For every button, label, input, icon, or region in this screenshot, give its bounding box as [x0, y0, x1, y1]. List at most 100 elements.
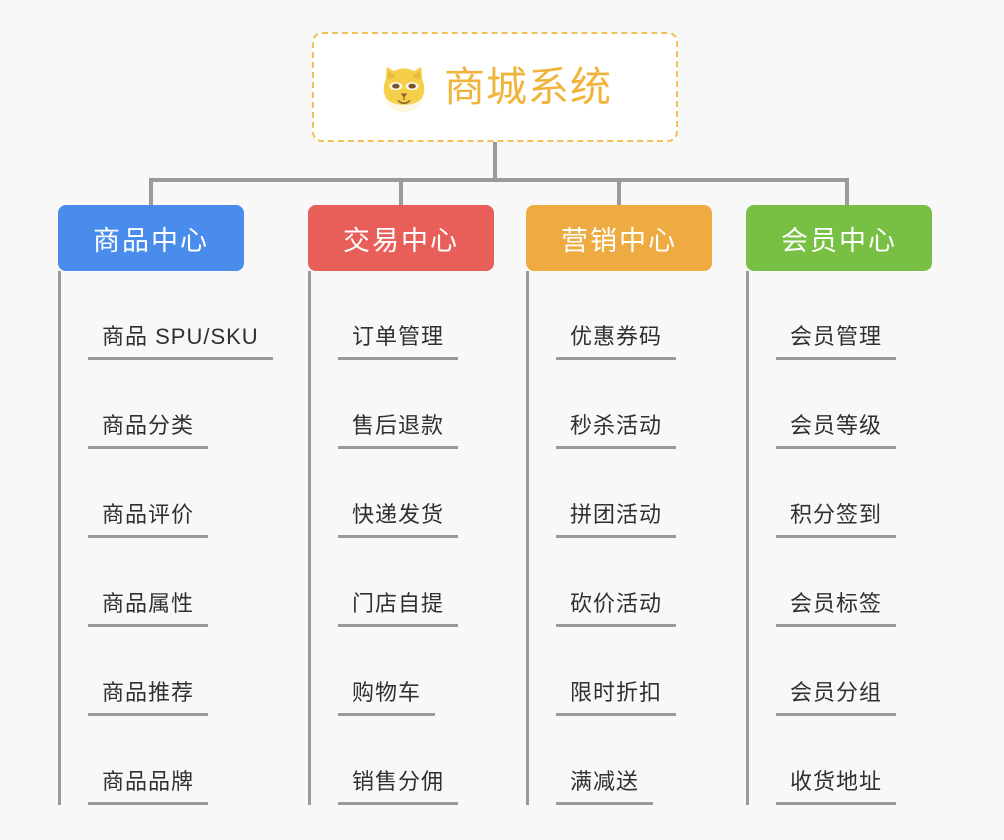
list-item[interactable]: 积分签到 — [746, 449, 932, 538]
leaf-label: 积分签到 — [790, 502, 883, 527]
leaf-underline: 积分签到 — [776, 497, 897, 538]
leaf-label: 会员等级 — [790, 413, 883, 438]
leaf-label: 砍价活动 — [570, 591, 663, 616]
leaf-list-2: 订单管理 售后退款 快递发货 门店自提 购物车 — [308, 271, 494, 805]
leaf-underline: 砍价活动 — [556, 586, 677, 627]
list-item[interactable]: 会员等级 — [746, 360, 932, 449]
list-item[interactable]: 售后退款 — [308, 360, 494, 449]
category-title-2: 交易中心 — [343, 225, 459, 256]
list-item[interactable]: 秒杀活动 — [526, 360, 712, 449]
root-title: 商城系统 — [444, 63, 612, 110]
column-会员中心: 会员中心 会员管理 会员等级 积分签到 会员标签 — [746, 205, 932, 805]
leaf-label: 商品分类 — [102, 413, 195, 438]
list-item[interactable]: 限时折扣 — [526, 627, 712, 716]
leaf-label: 购物车 — [352, 680, 422, 705]
column-营销中心: 营销中心 优惠券码 秒杀活动 拼团活动 砍价活动 — [526, 205, 712, 805]
leaf-label: 满减送 — [570, 769, 640, 794]
leaf-underline: 商品品牌 — [88, 764, 209, 805]
leaf-label: 快递发货 — [352, 502, 445, 527]
list-item[interactable]: 会员分组 — [746, 627, 932, 716]
leaf-list-4: 会员管理 会员等级 积分签到 会员标签 会员分组 — [746, 271, 932, 805]
leaf-underline: 商品评价 — [88, 497, 209, 538]
category-header-3[interactable]: 营销中心 — [526, 205, 712, 271]
category-title-1: 商品中心 — [93, 225, 209, 256]
drop-connector-2 — [399, 178, 403, 207]
list-item[interactable]: 收货地址 — [746, 716, 932, 805]
leaf-label: 会员标签 — [790, 591, 883, 616]
leaf-underline: 购物车 — [338, 675, 436, 716]
list-item[interactable]: 商品 SPU/SKU — [58, 271, 273, 360]
root-stem-connector — [493, 142, 497, 181]
drop-connector-1 — [149, 178, 153, 207]
list-item[interactable]: 砍价活动 — [526, 538, 712, 627]
category-title-3: 营销中心 — [561, 225, 677, 256]
leaf-label: 拼团活动 — [570, 502, 663, 527]
leaf-label: 会员管理 — [790, 324, 883, 349]
leaf-label: 商品评价 — [102, 502, 195, 527]
leaf-label: 会员分组 — [790, 680, 883, 705]
leaf-label: 秒杀活动 — [570, 413, 663, 438]
leaf-underline: 秒杀活动 — [556, 408, 677, 449]
list-item[interactable]: 会员标签 — [746, 538, 932, 627]
list-item[interactable]: 商品推荐 — [58, 627, 244, 716]
list-item[interactable]: 快递发货 — [308, 449, 494, 538]
leaf-underline: 优惠券码 — [556, 319, 677, 360]
column-商品中心: 商品中心 商品 SPU/SKU 商品分类 商品评价 商品属性 — [58, 205, 273, 805]
leaf-underline: 限时折扣 — [556, 675, 677, 716]
list-item[interactable]: 门店自提 — [308, 538, 494, 627]
leaf-underline: 会员等级 — [776, 408, 897, 449]
leaf-underline: 会员分组 — [776, 675, 897, 716]
leaf-list-1: 商品 SPU/SKU 商品分类 商品评价 商品属性 商品推荐 — [58, 271, 273, 805]
leaf-label: 收货地址 — [790, 769, 883, 794]
drop-connector-4 — [845, 178, 849, 207]
category-header-2[interactable]: 交易中心 — [308, 205, 494, 271]
leaf-label: 商品品牌 — [102, 769, 195, 794]
root-node[interactable]: 商城系统 — [312, 32, 678, 142]
leaf-underline: 订单管理 — [338, 319, 459, 360]
leaf-underline: 会员标签 — [776, 586, 897, 627]
list-item[interactable]: 商品品牌 — [58, 716, 244, 805]
list-item[interactable]: 拼团活动 — [526, 449, 712, 538]
leaf-label: 限时折扣 — [570, 680, 663, 705]
list-item[interactable]: 满减送 — [526, 716, 712, 805]
trunk-line-4 — [746, 271, 749, 805]
trunk-line-1 — [58, 271, 61, 805]
leaf-underline: 拼团活动 — [556, 497, 677, 538]
leaf-underline: 快递发货 — [338, 497, 459, 538]
leaf-label: 商品推荐 — [102, 680, 195, 705]
leaf-label: 门店自提 — [352, 591, 445, 616]
list-item[interactable]: 订单管理 — [308, 271, 494, 360]
leaf-label: 售后退款 — [352, 413, 445, 438]
leaf-label: 商品 SPU/SKU — [102, 324, 259, 349]
category-header-1[interactable]: 商品中心 — [58, 205, 244, 271]
leaf-underline: 收货地址 — [776, 764, 897, 805]
leaf-label: 优惠券码 — [570, 324, 663, 349]
list-item[interactable]: 商品属性 — [58, 538, 244, 627]
leaf-underline: 会员管理 — [776, 319, 897, 360]
column-交易中心: 交易中心 订单管理 售后退款 快递发货 门店自提 — [308, 205, 494, 805]
trunk-line-2 — [308, 271, 311, 805]
leaf-underline: 门店自提 — [338, 586, 459, 627]
list-item[interactable]: 优惠券码 — [526, 271, 712, 360]
leaf-underline: 售后退款 — [338, 408, 459, 449]
leaf-label: 订单管理 — [352, 324, 445, 349]
list-item[interactable]: 商品评价 — [58, 449, 244, 538]
leaf-list-3: 优惠券码 秒杀活动 拼团活动 砍价活动 限时折扣 — [526, 271, 712, 805]
leaf-underline: 商品属性 — [88, 586, 209, 627]
leaf-label: 销售分佣 — [352, 769, 445, 794]
leaf-underline: 商品推荐 — [88, 675, 209, 716]
leaf-underline: 商品分类 — [88, 408, 209, 449]
bus-connector — [149, 178, 849, 182]
drop-connector-3 — [617, 178, 621, 207]
category-header-4[interactable]: 会员中心 — [746, 205, 932, 271]
trunk-line-3 — [526, 271, 529, 805]
leaf-underline: 商品 SPU/SKU — [88, 319, 273, 360]
list-item[interactable]: 商品分类 — [58, 360, 244, 449]
leaf-label: 商品属性 — [102, 591, 195, 616]
list-item[interactable]: 会员管理 — [746, 271, 932, 360]
shiba-dog-icon — [383, 66, 425, 113]
list-item[interactable]: 销售分佣 — [308, 716, 494, 805]
list-item[interactable]: 购物车 — [308, 627, 494, 716]
leaf-underline: 销售分佣 — [338, 764, 459, 805]
